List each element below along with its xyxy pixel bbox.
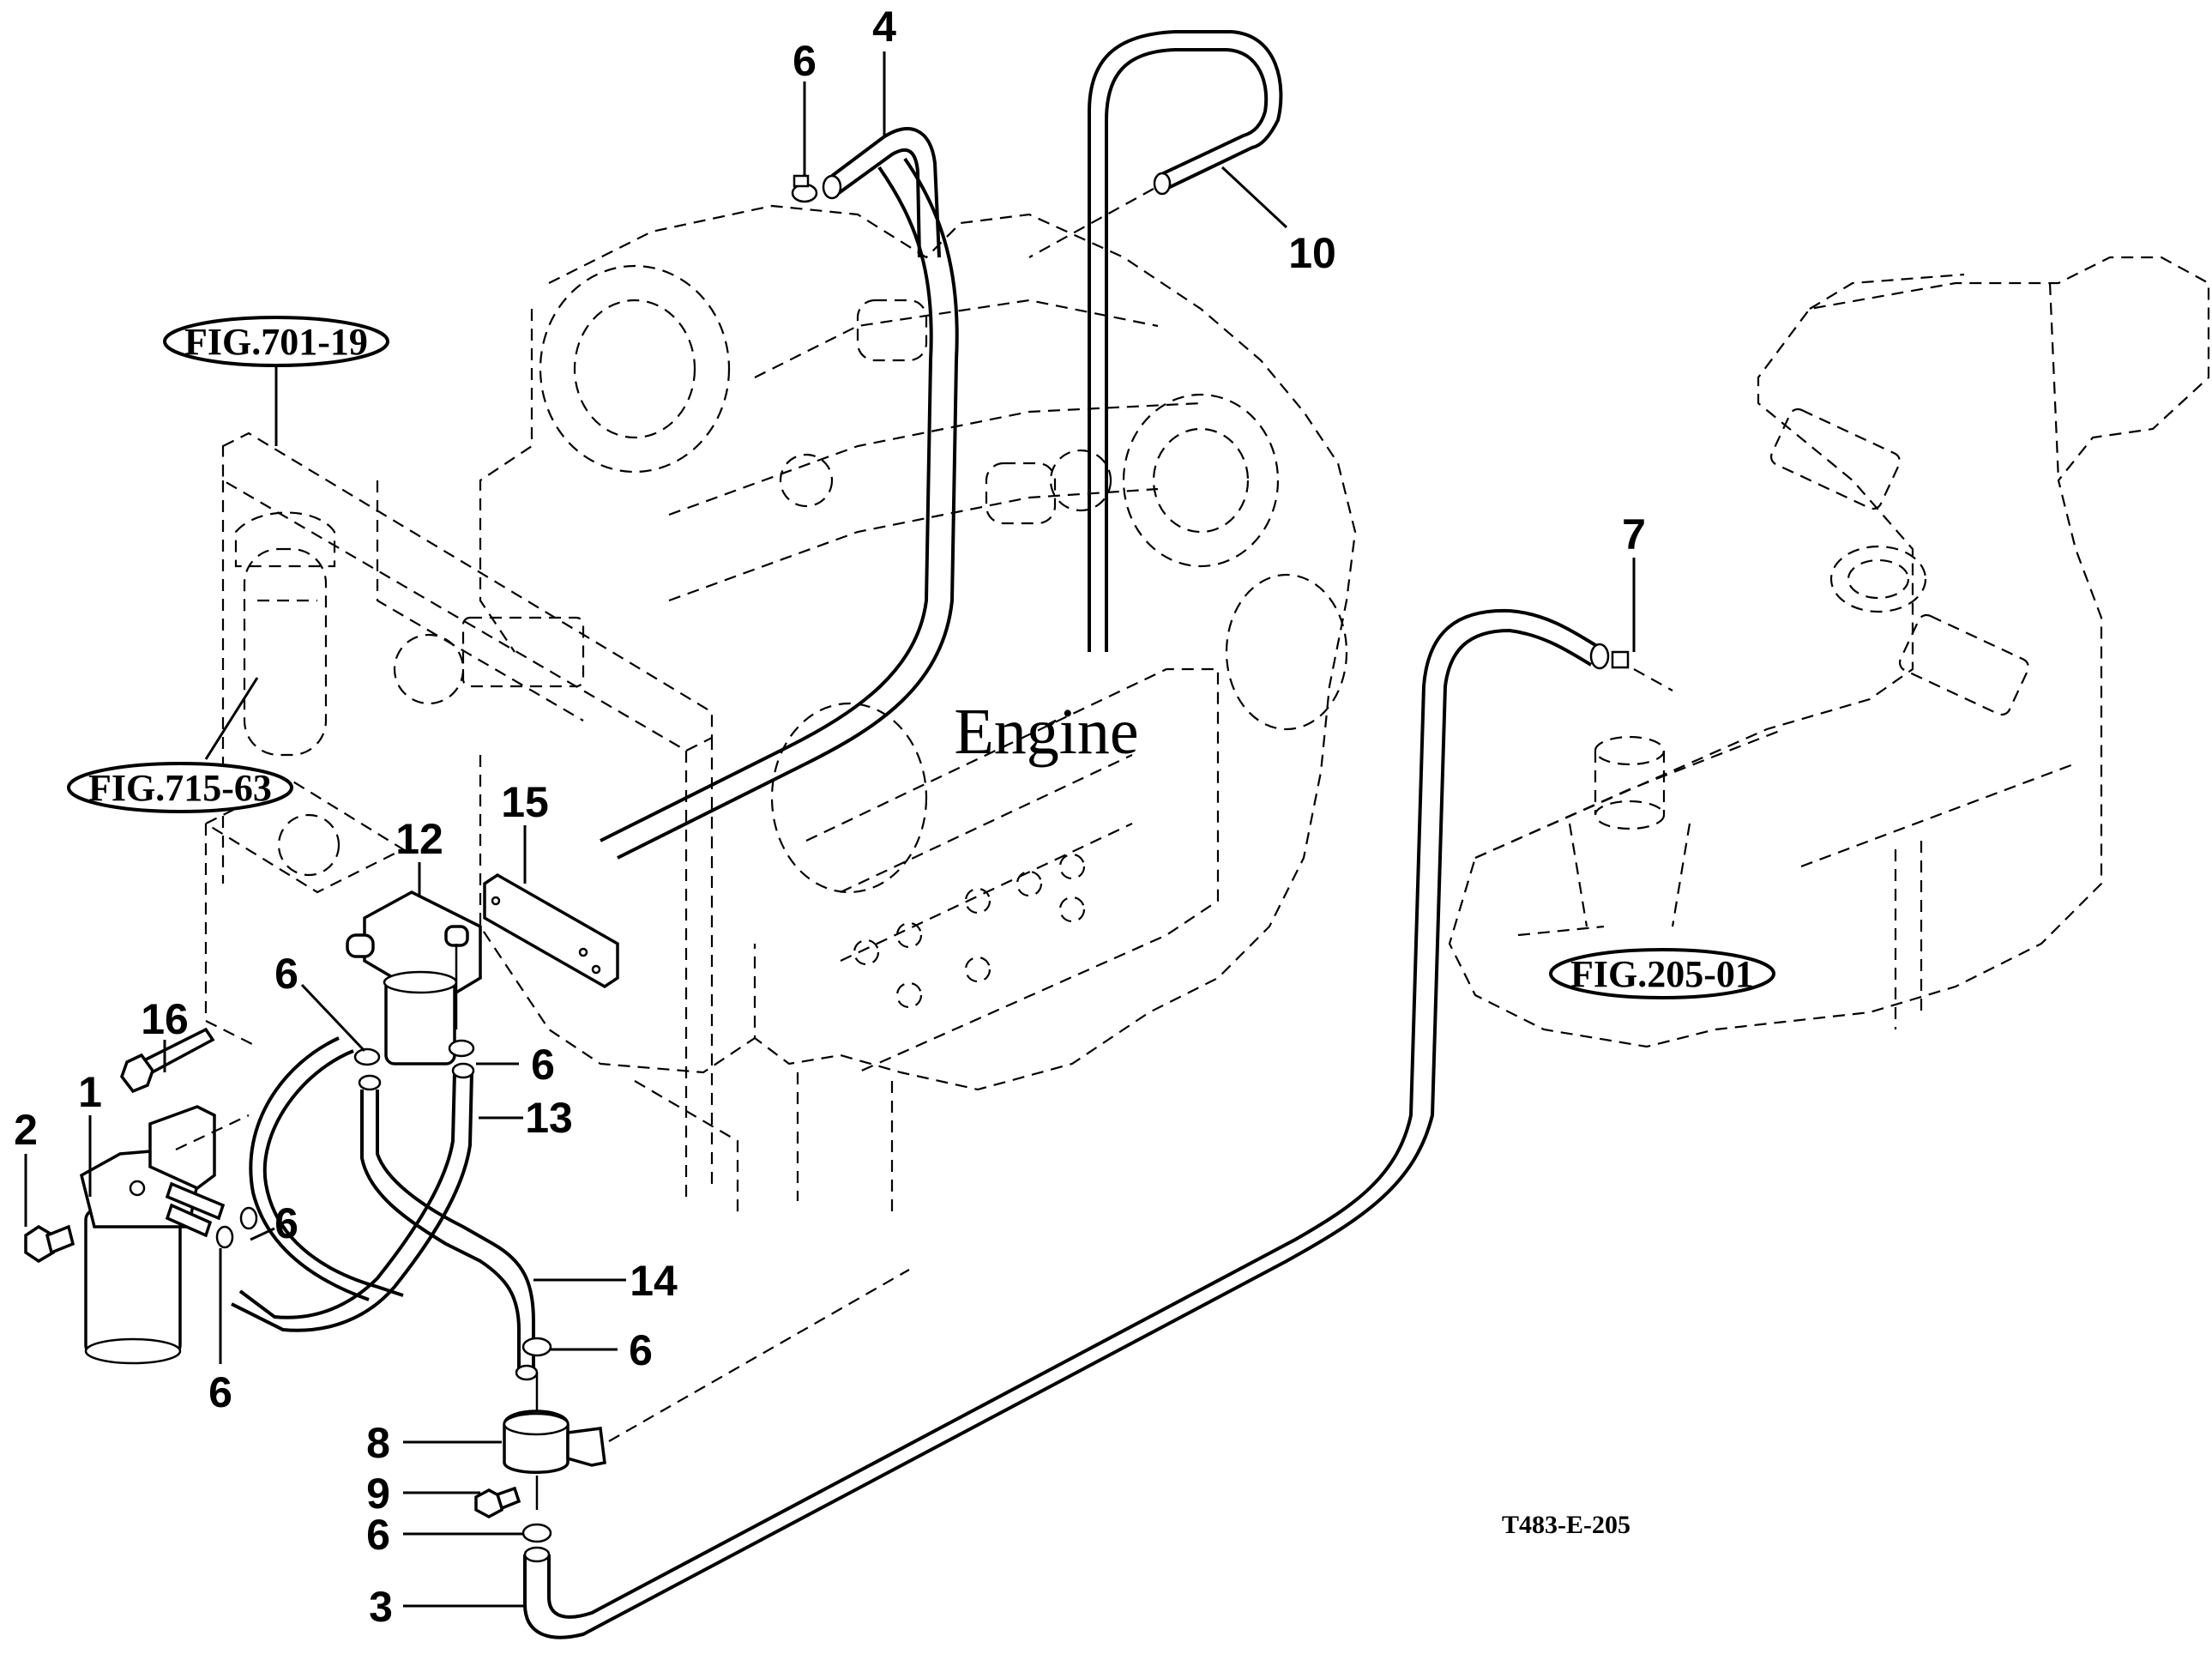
callout-2[interactable]: 2 bbox=[14, 1106, 38, 1154]
fuel-pump bbox=[503, 1269, 910, 1510]
engine-label: Engine bbox=[954, 696, 1138, 768]
hose-3 bbox=[523, 608, 1673, 1639]
callout-1[interactable]: 1 bbox=[78, 1068, 102, 1116]
water-separator bbox=[346, 890, 482, 1065]
callout-6[interactable]: 6 bbox=[531, 1041, 555, 1089]
hose-10 bbox=[1028, 30, 1283, 652]
callout-8[interactable]: 8 bbox=[366, 1419, 390, 1467]
callout-6[interactable]: 6 bbox=[793, 37, 817, 85]
callout-6[interactable]: 6 bbox=[629, 1326, 653, 1374]
fig-ref-701-19[interactable]: FIG.701-19 bbox=[163, 316, 389, 367]
drawing-code: T483-E-205 bbox=[1502, 1511, 1630, 1539]
fig-ref-715-63[interactable]: FIG.715-63 bbox=[67, 762, 293, 813]
callout-9[interactable]: 9 bbox=[366, 1470, 390, 1518]
hose-4 bbox=[822, 127, 941, 258]
bolt-16 bbox=[120, 1027, 215, 1094]
fuel-tank bbox=[1448, 256, 2210, 1048]
bolt-9 bbox=[474, 1486, 521, 1518]
callout-3[interactable]: 3 bbox=[369, 1583, 393, 1631]
callout-6[interactable]: 6 bbox=[366, 1511, 390, 1559]
callout-10[interactable]: 10 bbox=[1288, 229, 1336, 277]
callout-4[interactable]: 4 bbox=[872, 3, 896, 51]
fig-ref-label: FIG.205-01 bbox=[1570, 953, 1754, 995]
engine-fuel-filter-phantom bbox=[234, 511, 336, 757]
hose-clamp bbox=[791, 174, 818, 203]
callout-16[interactable]: 16 bbox=[141, 995, 189, 1043]
mounting-bracket bbox=[203, 432, 739, 1218]
engine-outline bbox=[479, 204, 1357, 1218]
fig-ref-label: FIG.701-19 bbox=[184, 321, 368, 363]
callout-7[interactable]: 7 bbox=[1622, 510, 1646, 558]
callout-6[interactable]: 6 bbox=[274, 1199, 298, 1247]
callout-13[interactable]: 13 bbox=[525, 1094, 573, 1142]
hose-clamps bbox=[215, 1039, 552, 1543]
callout-6[interactable]: 6 bbox=[208, 1368, 232, 1416]
bolt-2 bbox=[24, 1224, 75, 1264]
fig-ref-label: FIG.715-63 bbox=[88, 767, 272, 809]
hose-13-14 bbox=[231, 1036, 539, 1381]
callout-6[interactable]: 6 bbox=[274, 950, 298, 998]
callout-15[interactable]: 15 bbox=[501, 778, 549, 826]
leader-lines bbox=[24, 51, 1636, 1608]
fuel-filter bbox=[79, 1105, 250, 1365]
callout-14[interactable]: 14 bbox=[630, 1257, 678, 1305]
bracket-plate bbox=[483, 872, 619, 989]
hose-return-line bbox=[600, 157, 959, 860]
callout-12[interactable]: 12 bbox=[395, 815, 443, 863]
fig-ref-205-01[interactable]: FIG.205-01 bbox=[1549, 948, 1775, 999]
